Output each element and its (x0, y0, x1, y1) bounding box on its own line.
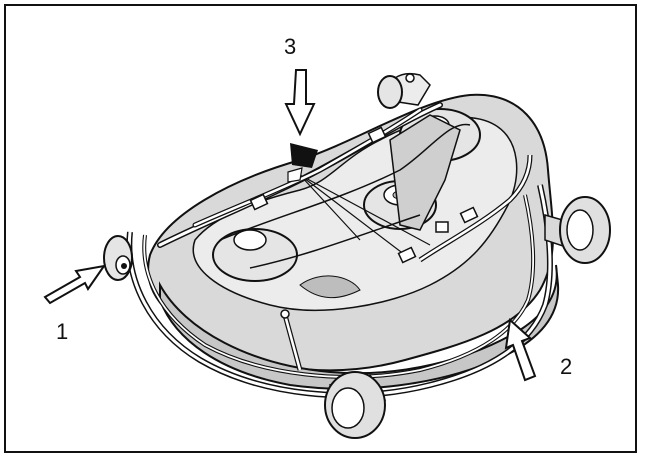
callout-label-1: 1 (56, 319, 69, 344)
bracket (397, 246, 417, 264)
left-pulley (233, 229, 267, 251)
bracket (367, 126, 387, 144)
idler-arm (389, 114, 461, 231)
drive-belt (219, 123, 471, 269)
outlined-arrow-icon (43, 264, 107, 305)
bracket (249, 193, 269, 211)
deflector-tab (290, 143, 318, 168)
cables (299, 174, 431, 256)
discharge-detail (299, 275, 361, 299)
rear-wheel (377, 75, 403, 109)
callout-label-2: 2 (560, 354, 573, 379)
outlined-arrow-icon (284, 69, 316, 137)
bracket (459, 206, 479, 224)
callout-label-3: 3 (284, 34, 297, 59)
bracket (435, 221, 449, 233)
outlined-arrow-icon (504, 318, 537, 382)
